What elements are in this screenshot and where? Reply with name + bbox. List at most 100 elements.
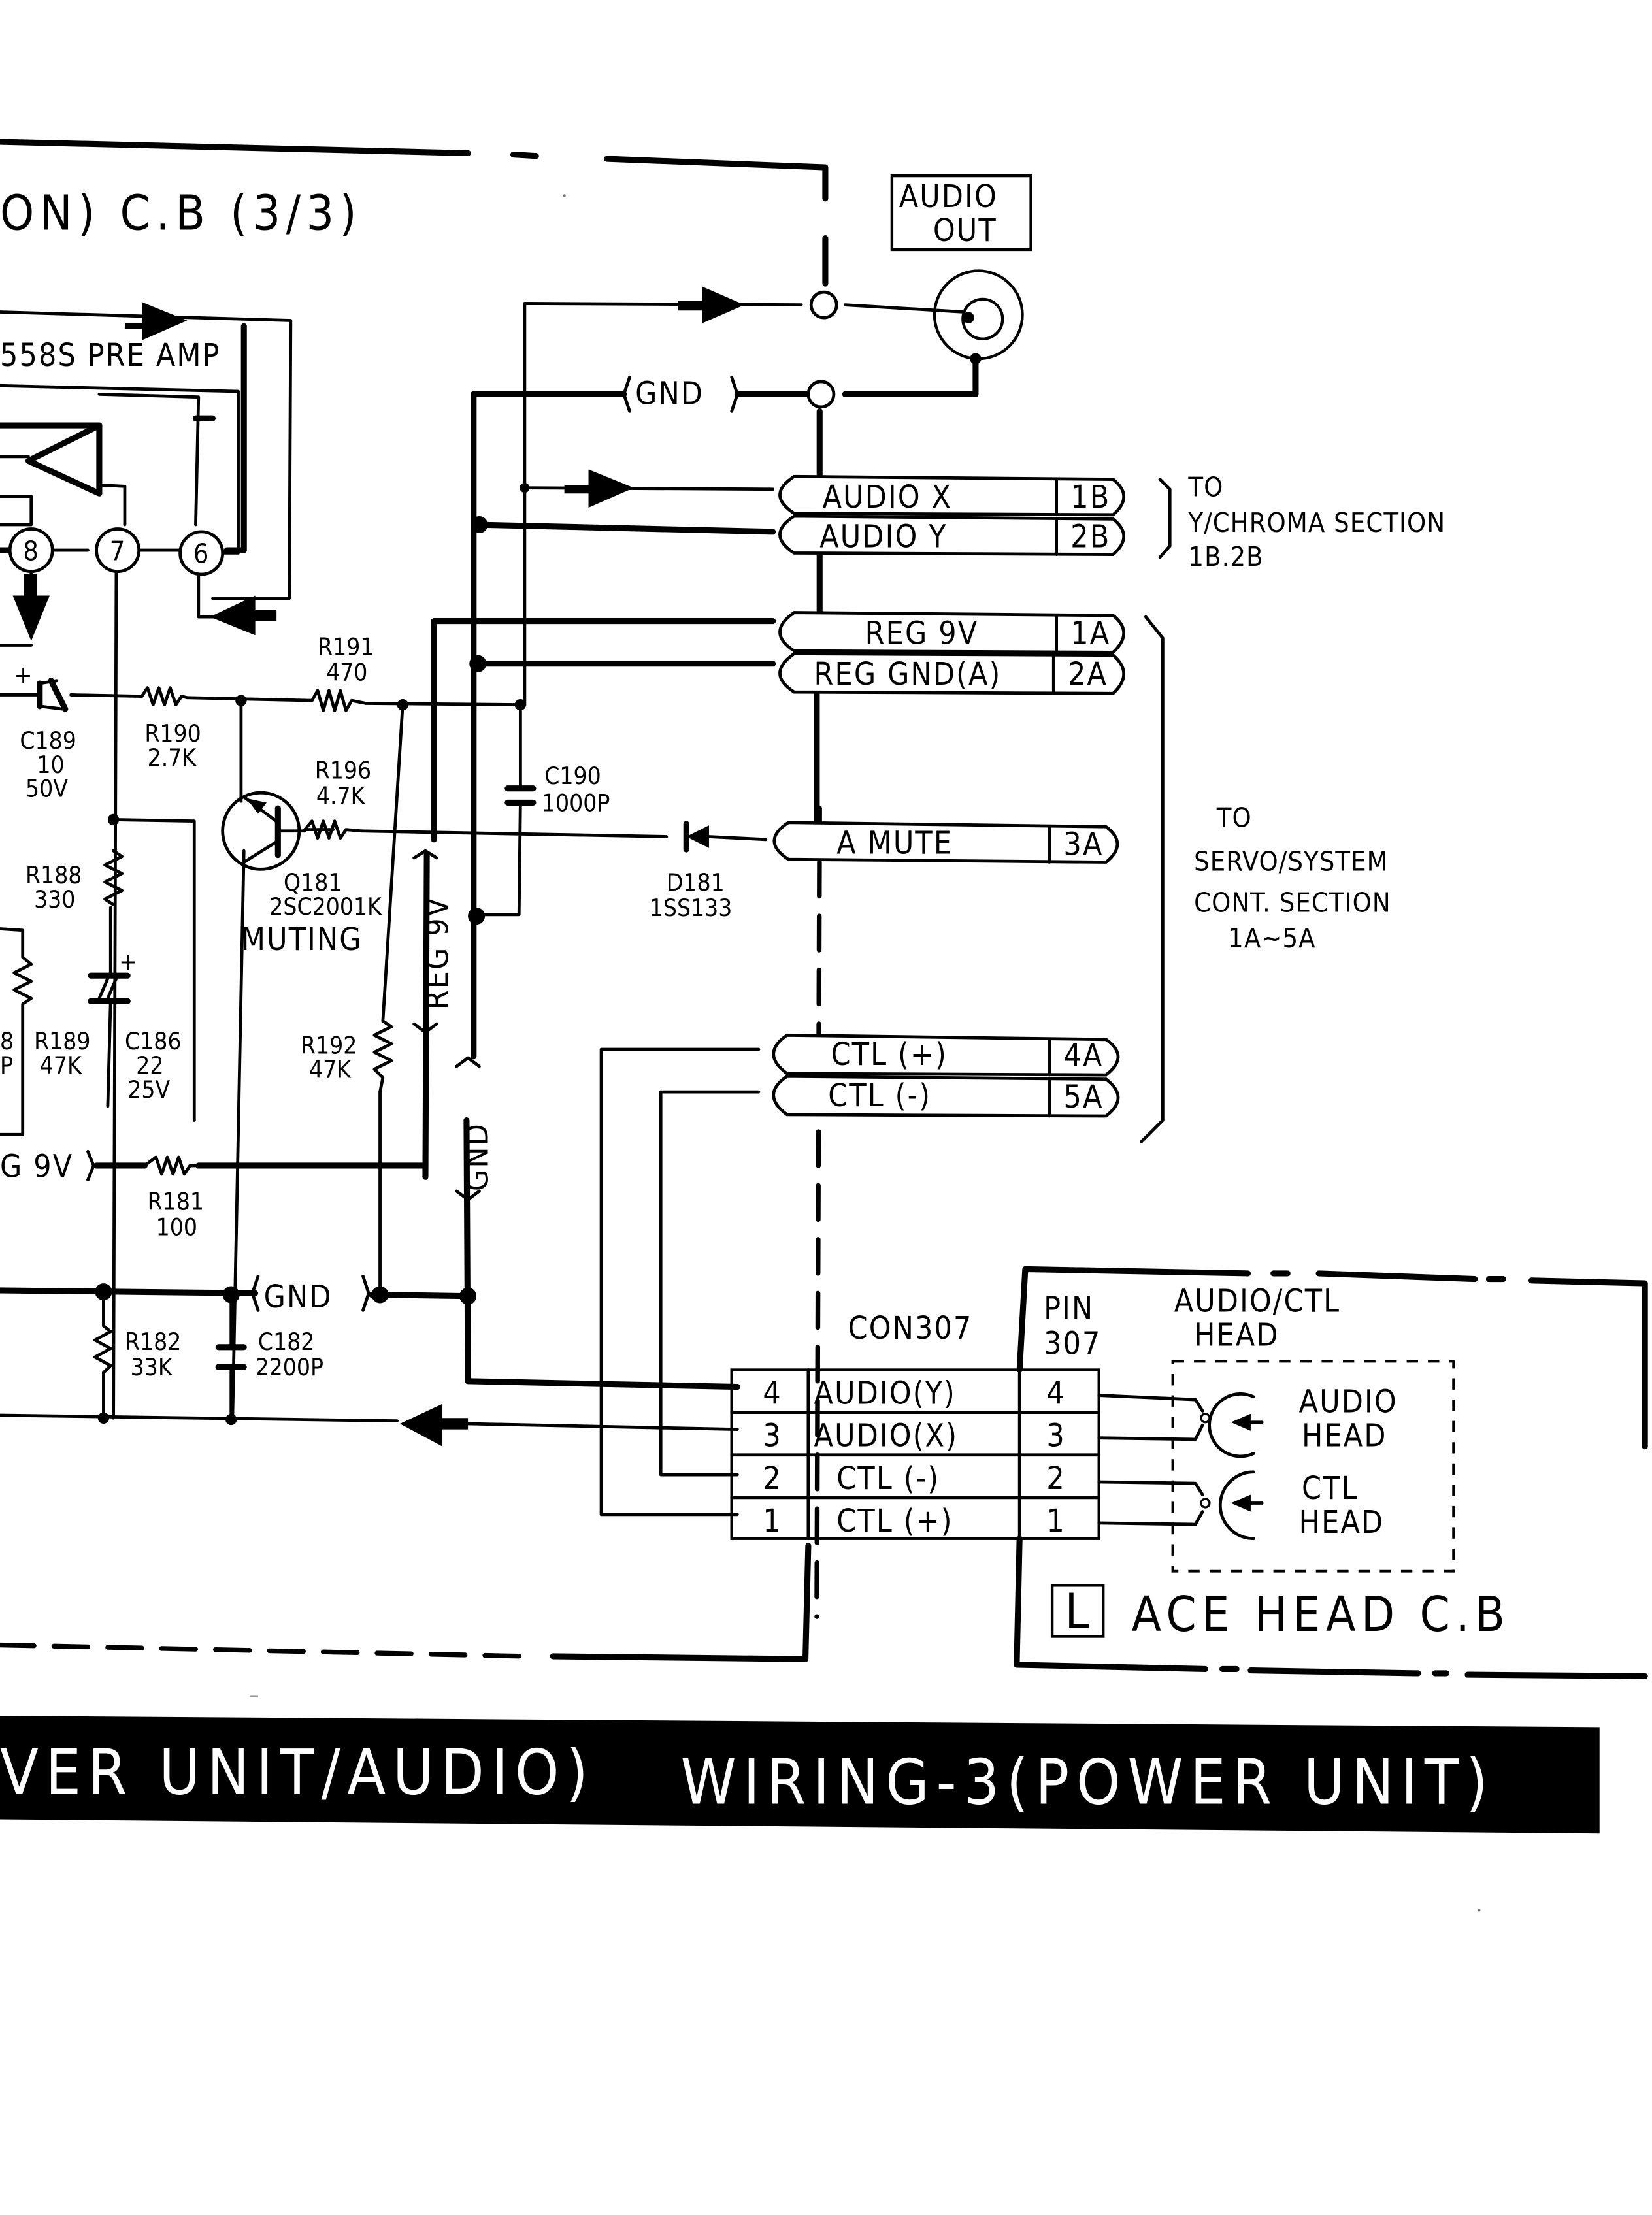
board-letter-box (1050, 1584, 1105, 1638)
connector-5a[interactable]: CTL (-) 5A (772, 1074, 1120, 1118)
diode-d181-icon (683, 821, 709, 853)
c186-ref: C186 (125, 1027, 181, 1055)
con307-row-4[interactable]: 4 AUDIO(Y) 4 (763, 1376, 1065, 1412)
resistor-r190-icon (140, 686, 189, 707)
r188-ref: R188 (25, 861, 82, 889)
svg-text:3: 3 (1046, 1419, 1065, 1454)
c182-value: 2200P (256, 1353, 323, 1381)
c186-rating: 25V (127, 1075, 170, 1104)
svg-text:CTL (+): CTL (+) (836, 1503, 953, 1539)
svg-text:4A: 4A (1063, 1038, 1103, 1074)
svg-text:AUDIO(X): AUDIO(X) (814, 1419, 959, 1454)
c189-ref: C189 (20, 727, 76, 755)
resistor-r196-icon (303, 819, 363, 840)
gnd-label-top: GND (635, 376, 704, 412)
ic-pin-8: 8 (8, 527, 54, 574)
head-assembly-label-1: AUDIO/CTL (1174, 1284, 1340, 1320)
r190-ref: R190 (144, 719, 201, 747)
resistor-r181-icon (142, 1155, 201, 1176)
resistor-r188-icon (103, 849, 124, 907)
svg-text:2: 2 (1046, 1461, 1065, 1497)
svg-text:1: 1 (1046, 1503, 1065, 1539)
ic-pin-6: 6 (178, 530, 225, 576)
svg-text:2B: 2B (1070, 519, 1110, 555)
connector-3a[interactable]: A MUTE 3A (772, 821, 1119, 864)
resistor-r191-icon (310, 689, 368, 712)
r181-ref: R181 (148, 1187, 204, 1215)
svg-text:2A: 2A (1068, 657, 1108, 693)
junction-dots (95, 482, 530, 1426)
svg-text:+: + (119, 947, 137, 976)
head-board-outline (1014, 1266, 1648, 1679)
r192-ref: R192 (301, 1032, 357, 1060)
dest-a-line3: CONT. SECTION (1194, 887, 1391, 918)
con307-row-3[interactable]: 3 AUDIO(X) 3 (763, 1419, 1065, 1454)
resistor-r192-icon (372, 1019, 393, 1094)
dest-b-line2: Y/CHROMA SECTION (1187, 507, 1446, 538)
bracket-b (1158, 478, 1172, 559)
svg-text:8: 8 (23, 535, 39, 566)
gnd-vertical-label: GND (459, 1123, 495, 1191)
signal-arrow-icon (678, 286, 745, 323)
ctl-head-label-1: CTL (1302, 1471, 1359, 1507)
capacitor-c190-icon (504, 785, 537, 806)
capacitor-c182-icon (215, 1344, 247, 1370)
r196-value: 4.7K (316, 782, 366, 810)
q181-ref: Q181 (284, 868, 342, 896)
board-letter: L (1065, 1584, 1089, 1639)
r181-value: 100 (156, 1213, 197, 1241)
junction-open (809, 290, 838, 320)
head-board-name: ACE HEAD C.B (1132, 1587, 1511, 1643)
board-title: ON) C.B (3/3) (0, 186, 362, 242)
svg-text:+: + (14, 661, 33, 689)
svg-text:4: 4 (1046, 1376, 1065, 1412)
connector-2a[interactable]: REG GND(A) 2A (778, 652, 1125, 695)
dest-a-line4: 1A~5A (1228, 923, 1315, 954)
dest-b-line3: 1B.2B (1188, 541, 1263, 572)
reg9v-vertical-label: REG 9V (420, 896, 456, 1010)
svg-text:CTL (-): CTL (-) (828, 1078, 931, 1114)
q181-function: MUTING (241, 922, 363, 958)
connector-1b[interactable]: AUDIO X 1B (778, 474, 1125, 517)
signal-arrow-icon (564, 469, 634, 508)
audio-out-jack-icon[interactable] (933, 269, 1024, 365)
con307-row-2[interactable]: 2 CTL (-) 2 (763, 1461, 1065, 1497)
connector-2b[interactable]: AUDIO Y 2B (778, 514, 1125, 556)
dest-a-line1: TO (1216, 802, 1252, 833)
resistor-partial-icon (0, 927, 33, 1136)
capacitor-c186-icon: + (88, 906, 137, 1108)
r189-ref: R189 (34, 1027, 90, 1055)
c188-partial-ref: 8 (0, 1027, 14, 1055)
gnd-label-bottom: GND (264, 1279, 333, 1315)
signal-arrow-icon (210, 595, 277, 636)
signal-arrow-icon (124, 302, 188, 340)
bottom-banner: VER UNIT/AUDIO) WIRING-3(POWER UNIT) (0, 1716, 1600, 1834)
svg-text:3: 3 (763, 1419, 782, 1454)
connector-4a[interactable]: CTL (+) 4A (772, 1033, 1120, 1077)
audio-out-label-2: OUT (933, 213, 997, 249)
con307-title: CON307 (848, 1311, 973, 1347)
r192-value: 47K (309, 1055, 352, 1083)
con307-row-1[interactable]: 1 CTL (+) 1 (763, 1503, 1065, 1539)
svg-text:AUDIO Y: AUDIO Y (819, 519, 947, 555)
q181-part: 2SC2001K (269, 893, 382, 921)
connector-1a[interactable]: REG 9V 1A (778, 611, 1125, 654)
d181-ref: D181 (667, 868, 725, 896)
ctl-head-label-2: HEAD (1299, 1505, 1385, 1541)
c182-ref: C182 (258, 1328, 314, 1356)
head-assembly-dashed-box (1171, 1360, 1455, 1573)
r182-value: 33K (131, 1353, 173, 1381)
svg-text:6: 6 (193, 538, 210, 570)
r188-value: 330 (34, 885, 75, 913)
r190-value: 2.7K (148, 744, 197, 772)
svg-text:REG GND(A): REG GND(A) (814, 657, 1002, 693)
transistor-q181-icon (221, 791, 306, 871)
svg-text:5A: 5A (1063, 1079, 1103, 1115)
r196-ref: R196 (315, 756, 371, 784)
svg-text:2: 2 (763, 1461, 782, 1497)
svg-text:CTL (+): CTL (+) (831, 1037, 948, 1073)
svg-text:7: 7 (110, 535, 126, 566)
c189-value: 10 (37, 751, 64, 779)
svg-text:AUDIO(Y): AUDIO(Y) (814, 1376, 956, 1412)
